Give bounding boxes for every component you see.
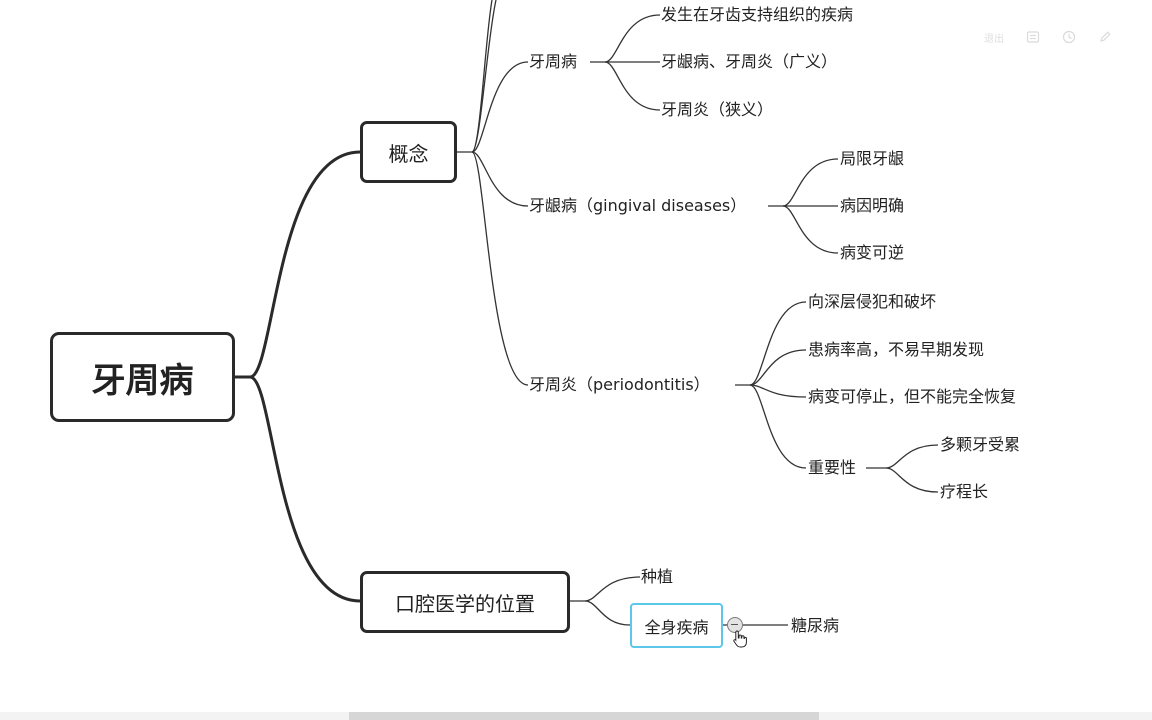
root-node[interactable]: 牙周病 — [50, 332, 235, 422]
leaf-gingival-3[interactable]: 病变可逆 — [840, 243, 905, 262]
scrollbar-thumb[interactable] — [349, 712, 819, 720]
connector-gingival-1 — [768, 158, 839, 207]
collapse-toggle-button[interactable] — [727, 617, 743, 633]
leaf-importance-2[interactable]: 疗程长 — [940, 482, 989, 501]
leaf-position-1[interactable]: 种植 — [641, 567, 674, 586]
leaf-diabetes[interactable]: 糖尿病 — [791, 616, 840, 635]
main-node-concept[interactable]: 概念 — [360, 121, 457, 183]
floating-toolbar: 退出 — [976, 26, 1152, 48]
connector-concept-top — [457, 0, 493, 153]
leaf-gingival-2[interactable]: 病因明确 — [840, 196, 905, 215]
hand-cursor-icon — [733, 630, 747, 648]
connector-position-1 — [570, 576, 641, 602]
subtopic-importance[interactable]: 重要性 — [808, 458, 857, 477]
leaf-importance-1[interactable]: 多颗牙受累 — [940, 435, 1021, 454]
subtopic-gingival-disease[interactable]: 牙龈病（gingival diseases） — [529, 196, 747, 215]
connector-periodontitis-4 — [749, 384, 807, 469]
connector-importance-1 — [866, 444, 939, 469]
connector-periodontitis-2 — [749, 349, 807, 386]
connector-concept-gingival — [471, 151, 529, 207]
selected-node-label: 全身疾病 — [644, 617, 709, 637]
connector-root-position — [249, 375, 361, 603]
connector-periodontitis-3 — [749, 384, 807, 398]
connector-concept-periodontal — [471, 61, 529, 153]
leaf-periodontal-2[interactable]: 牙龈病、牙周炎（广义） — [661, 52, 838, 71]
subtopic-periodontitis[interactable]: 牙周炎（periodontitis） — [529, 375, 710, 394]
outline-icon[interactable] — [1026, 30, 1040, 44]
leaf-periodontitis-1[interactable]: 向深层侵犯和破坏 — [808, 292, 937, 311]
selected-node-systemic-disease[interactable]: 全身疾病 — [630, 603, 723, 648]
main-node-concept-label: 概念 — [388, 141, 429, 166]
leaf-periodontal-3[interactable]: 牙周炎（狭义） — [661, 100, 774, 119]
exit-button[interactable]: 退出 — [984, 33, 1004, 45]
connector-concept-periodontitis — [471, 151, 529, 386]
connector-periodontitis-1 — [735, 301, 807, 386]
connector-position-2 — [584, 600, 631, 626]
leaf-gingival-1[interactable]: 局限牙龈 — [840, 149, 905, 168]
leaf-periodontitis-3[interactable]: 病变可停止，但不能完全恢复 — [808, 387, 1017, 406]
edit-icon[interactable] — [1098, 30, 1112, 44]
horizontal-scrollbar[interactable] — [0, 712, 1152, 720]
root-node-label: 牙周病 — [91, 360, 194, 401]
connector-importance-2 — [885, 467, 939, 493]
subtopic-periodontal-disease[interactable]: 牙周病 — [529, 52, 578, 71]
history-icon[interactable] — [1062, 30, 1076, 44]
connector-periodontal-3 — [604, 61, 661, 111]
connector-gingival-3 — [782, 205, 839, 254]
connector-concept-top2 — [471, 0, 497, 153]
main-node-position-label: 口腔医学的位置 — [395, 591, 535, 616]
connector-root-concept — [235, 150, 361, 379]
leaf-periodontal-1[interactable]: 发生在牙齿支持组织的疾病 — [661, 5, 854, 24]
connector-periodontal-1 — [590, 14, 661, 63]
main-node-position[interactable]: 口腔医学的位置 — [360, 571, 570, 633]
leaf-periodontitis-2[interactable]: 患病率高，不易早期发现 — [808, 340, 985, 359]
